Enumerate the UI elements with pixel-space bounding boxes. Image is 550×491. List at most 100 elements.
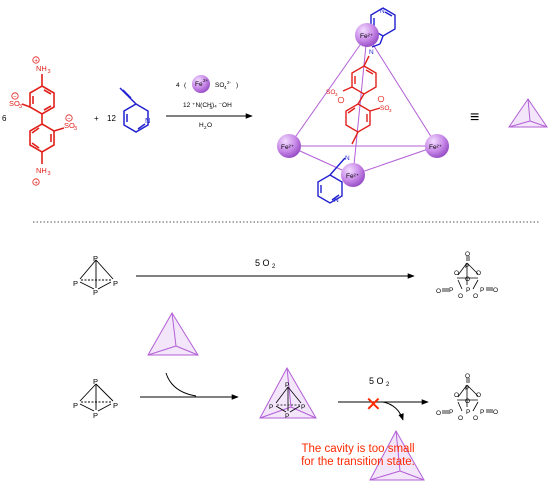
- svg-text:2: 2: [272, 264, 276, 270]
- svg-text:4: 4: [176, 82, 180, 89]
- svg-text:Fe²⁺: Fe²⁺: [429, 144, 442, 151]
- svg-text:SO: SO: [326, 89, 335, 96]
- p4-tetrahedron-bottom-left: P P P P: [73, 377, 118, 420]
- svg-text:O: O: [458, 415, 463, 422]
- p4-tetrahedron-left: P P P P: [73, 254, 118, 297]
- svg-text:P: P: [285, 413, 289, 420]
- svg-text:O: O: [458, 293, 463, 300]
- svg-text:N: N: [345, 155, 350, 162]
- released-cage-tetrahedron: [369, 429, 425, 481]
- fe4-cage-product: N N SO 3 SO 3 N N: [277, 7, 449, 204]
- tetrahedron-icon: [508, 98, 548, 128]
- cavity-note: The cavity is too small for the transiti…: [258, 443, 458, 469]
- blocked-cross-icon: ✕: [365, 394, 382, 416]
- svg-text:O: O: [436, 410, 441, 417]
- svg-text:5 O: 5 O: [369, 376, 384, 386]
- svg-text:): ): [236, 82, 238, 89]
- cavity-note-line-2: for the transition state.: [301, 456, 415, 468]
- svg-text:O: O: [473, 415, 478, 422]
- svg-text:3: 3: [389, 108, 392, 113]
- svg-text:P: P: [466, 287, 470, 294]
- svg-text:3: 3: [335, 92, 338, 97]
- svg-text:O: O: [493, 409, 498, 416]
- svg-text:P: P: [113, 401, 118, 410]
- aldehyde-nitrogen: N: [145, 116, 150, 125]
- svg-text:N: N: [380, 8, 385, 15]
- svg-text:SO: SO: [9, 99, 20, 108]
- svg-text:P: P: [269, 404, 273, 411]
- svg-text:2-: 2-: [227, 80, 232, 85]
- reaction-arrow-3: [140, 372, 239, 400]
- svg-text:)₄ ⁻OH: )₄ ⁻OH: [212, 102, 232, 109]
- svg-text:P: P: [466, 409, 470, 416]
- svg-text:(: (: [184, 82, 187, 89]
- svg-text:SO: SO: [215, 82, 224, 89]
- svg-text:Fe: Fe: [195, 81, 203, 88]
- svg-text:P: P: [465, 385, 469, 392]
- svg-text:N: N: [334, 197, 339, 204]
- svg-text:P: P: [480, 287, 484, 294]
- sulfonated-benzidine-ligand: [21, 74, 65, 164]
- svg-text:P: P: [93, 411, 98, 420]
- svg-text:N: N: [369, 49, 374, 56]
- svg-text:O: O: [473, 293, 478, 300]
- p4-in-cage: P P P P: [259, 366, 317, 420]
- svg-text:2: 2: [386, 382, 390, 388]
- svg-text:Fe²⁺: Fe²⁺: [346, 173, 359, 180]
- svg-text:−: −: [13, 95, 17, 101]
- svg-text:O: O: [454, 270, 459, 277]
- svg-text:P: P: [73, 279, 78, 288]
- reaction2-reagent: 5 O 2: [255, 258, 276, 270]
- svg-text:NH: NH: [36, 64, 47, 73]
- svg-text:NH: NH: [36, 166, 47, 175]
- cavity-note-line-1: The cavity is too small: [301, 443, 415, 455]
- p4o10-product-bottom: O P O O O P P P O O O O: [436, 373, 498, 422]
- svg-text:O: O: [465, 251, 470, 258]
- svg-text:SO: SO: [380, 105, 389, 112]
- svg-text:O: O: [493, 287, 498, 294]
- svg-text:Fe²⁺: Fe²⁺: [281, 144, 294, 151]
- svg-text:H: H: [199, 122, 204, 129]
- svg-text:O: O: [476, 392, 481, 399]
- svg-text:O: O: [207, 122, 212, 129]
- svg-text:−: −: [67, 117, 71, 123]
- svg-text:O: O: [436, 288, 441, 295]
- svg-text:SO: SO: [64, 121, 75, 130]
- svg-text:P: P: [465, 263, 469, 270]
- svg-text:O: O: [465, 398, 470, 405]
- svg-text:P: P: [93, 254, 98, 263]
- svg-text:P: P: [301, 404, 305, 411]
- svg-text:2+: 2+: [203, 78, 209, 83]
- p4o10-product-middle: O P O O O P P P O O O O: [436, 251, 498, 300]
- aldehyde-coefficient: 12: [107, 114, 116, 123]
- reaction1-conditions: 4 ( Fe 2+ SO 4 2- ) 12 ⁺N(CH 3 )₄ ⁻OH H …: [176, 75, 238, 130]
- pyridine-carbaldehyde: [119, 87, 149, 133]
- plus-sign: +: [94, 114, 99, 123]
- svg-text:5 O: 5 O: [255, 258, 270, 268]
- svg-text:O: O: [476, 270, 481, 277]
- svg-text:P: P: [449, 287, 453, 294]
- svg-text:3: 3: [19, 104, 22, 110]
- svg-text:3: 3: [48, 171, 51, 177]
- empty-cage-tetrahedron: [147, 312, 199, 356]
- ligand-coefficient: 6: [2, 114, 7, 123]
- svg-text:4: 4: [224, 85, 227, 90]
- svg-text:+: +: [34, 59, 38, 65]
- svg-text:Fe²⁺: Fe²⁺: [360, 33, 373, 40]
- svg-text:O: O: [465, 373, 470, 380]
- svg-text:O: O: [454, 392, 459, 399]
- svg-text:+: +: [34, 181, 38, 187]
- svg-text:3: 3: [74, 126, 77, 132]
- svg-text:3: 3: [48, 69, 51, 75]
- svg-text:P: P: [285, 382, 289, 389]
- svg-text:O: O: [465, 276, 470, 283]
- svg-text:P: P: [93, 288, 98, 297]
- svg-text:P: P: [113, 279, 118, 288]
- svg-text:P: P: [73, 401, 78, 410]
- reaction3-reagent: 5 O 2: [369, 376, 390, 388]
- svg-text:P: P: [449, 409, 453, 416]
- svg-text:P: P: [93, 377, 98, 386]
- svg-text:3: 3: [210, 105, 213, 110]
